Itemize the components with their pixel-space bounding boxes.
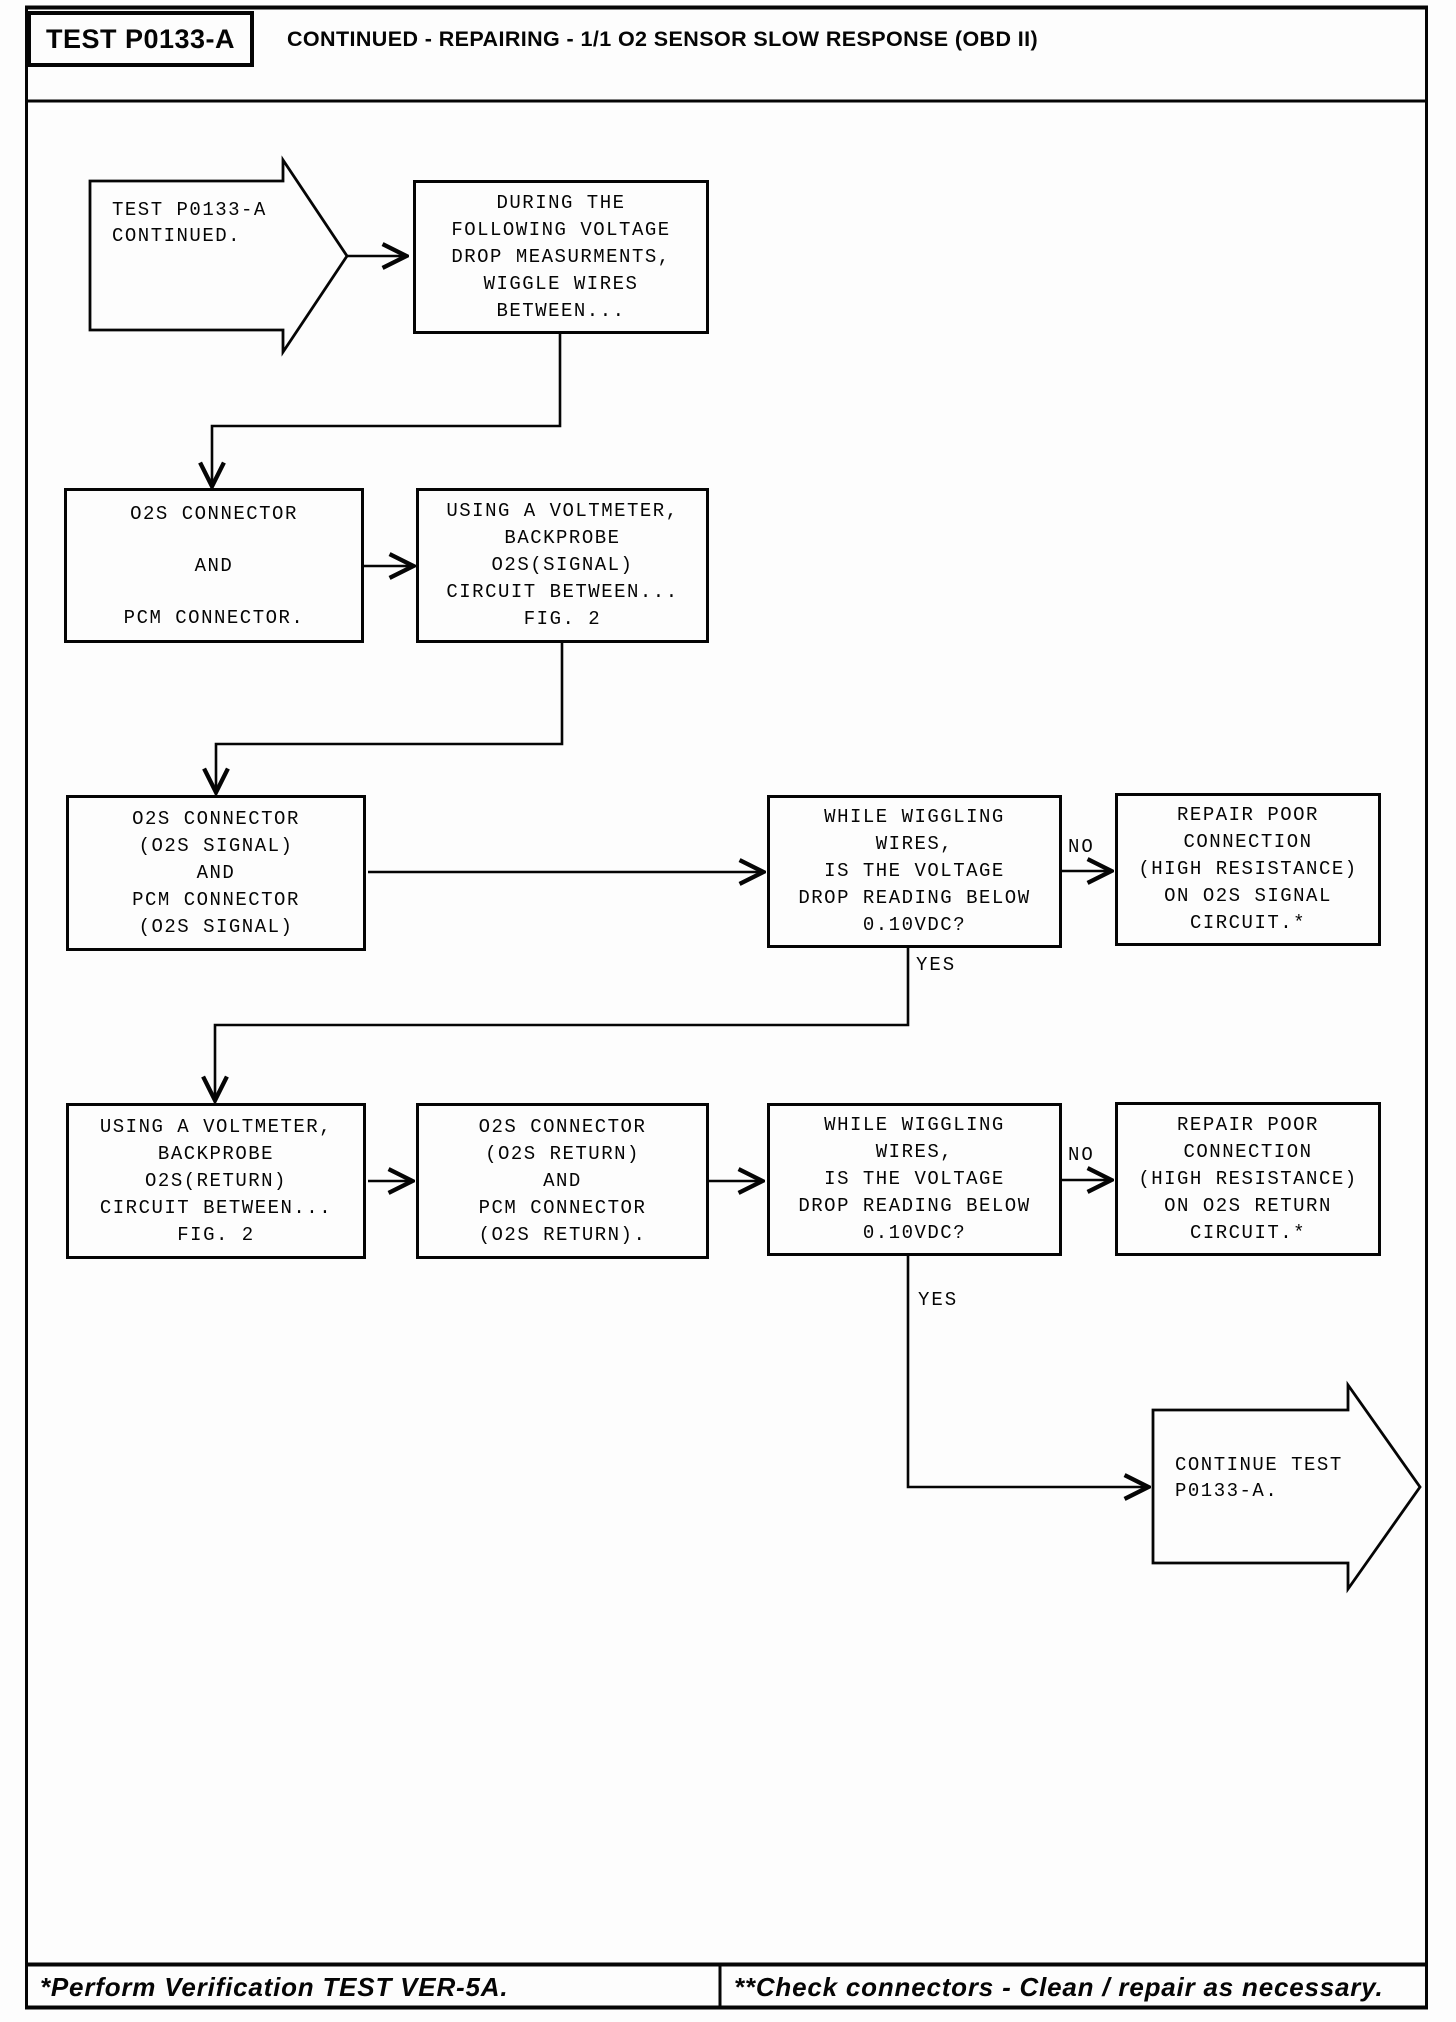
test-id-box: TEST P0133-A [27, 11, 254, 67]
test-id-label: TEST P0133-A [45, 23, 236, 54]
footer-note-connectors: **Check connectors - Clean / repair as n… [734, 1971, 1384, 2002]
node-repair-signal: REPAIR POOR CONNECTION (HIGH RESISTANCE)… [1115, 793, 1381, 946]
node-repair-return: REPAIR POOR CONNECTION (HIGH RESISTANCE)… [1115, 1102, 1381, 1256]
flow-connectors [212, 256, 1146, 1487]
label-no-signal: NO [1068, 836, 1095, 858]
label-no-return: NO [1068, 1144, 1095, 1166]
page-frame [25, 5, 1428, 2010]
start-banner-shape [88, 155, 349, 357]
node-during-measurements: DURING THE FOLLOWING VOLTAGE DROP MEASUR… [413, 180, 709, 334]
label-yes-signal: YES [916, 954, 957, 976]
node-connectors-return: O2S CONNECTOR (O2S RETURN) AND PCM CONNE… [416, 1103, 709, 1259]
node-voltmeter-return: USING A VOLTMETER, BACKPROBE O2S(RETURN)… [66, 1103, 366, 1259]
node-connectors-signal: O2S CONNECTOR (O2S SIGNAL) AND PCM CONNE… [66, 795, 366, 951]
node-decision-signal: WHILE WIGGLING WIRES, IS THE VOLTAGE DRO… [767, 795, 1062, 948]
start-banner-label: TEST P0133-A CONTINUED. [112, 199, 267, 247]
footer-note-verification: *Perform Verification TEST VER-5A. [40, 1971, 509, 2002]
arrow-yes-signal [215, 948, 910, 1098]
label-yes-return: YES [918, 1289, 959, 1311]
node-voltmeter-signal: USING A VOLTMETER, BACKPROBE O2S(SIGNAL)… [416, 488, 709, 643]
end-banner-label: CONTINUE TEST P0133-A. [1175, 1454, 1343, 1502]
page-title: CONTINUED - REPAIRING - 1/1 O2 SENSOR SL… [287, 26, 1039, 51]
node-decision-return: WHILE WIGGLING WIRES, IS THE VOLTAGE DRO… [767, 1103, 1062, 1256]
arrow-during-to-connectors [212, 334, 562, 484]
end-banner-shape [1151, 1380, 1422, 1594]
arrow-yes-return-to-continue [906, 1256, 1146, 1487]
node-o2s-pcm-connectors: O2S CONNECTOR AND PCM CONNECTOR. [64, 488, 364, 643]
arrow-voltmeter-to-connectors-signal [216, 643, 564, 790]
